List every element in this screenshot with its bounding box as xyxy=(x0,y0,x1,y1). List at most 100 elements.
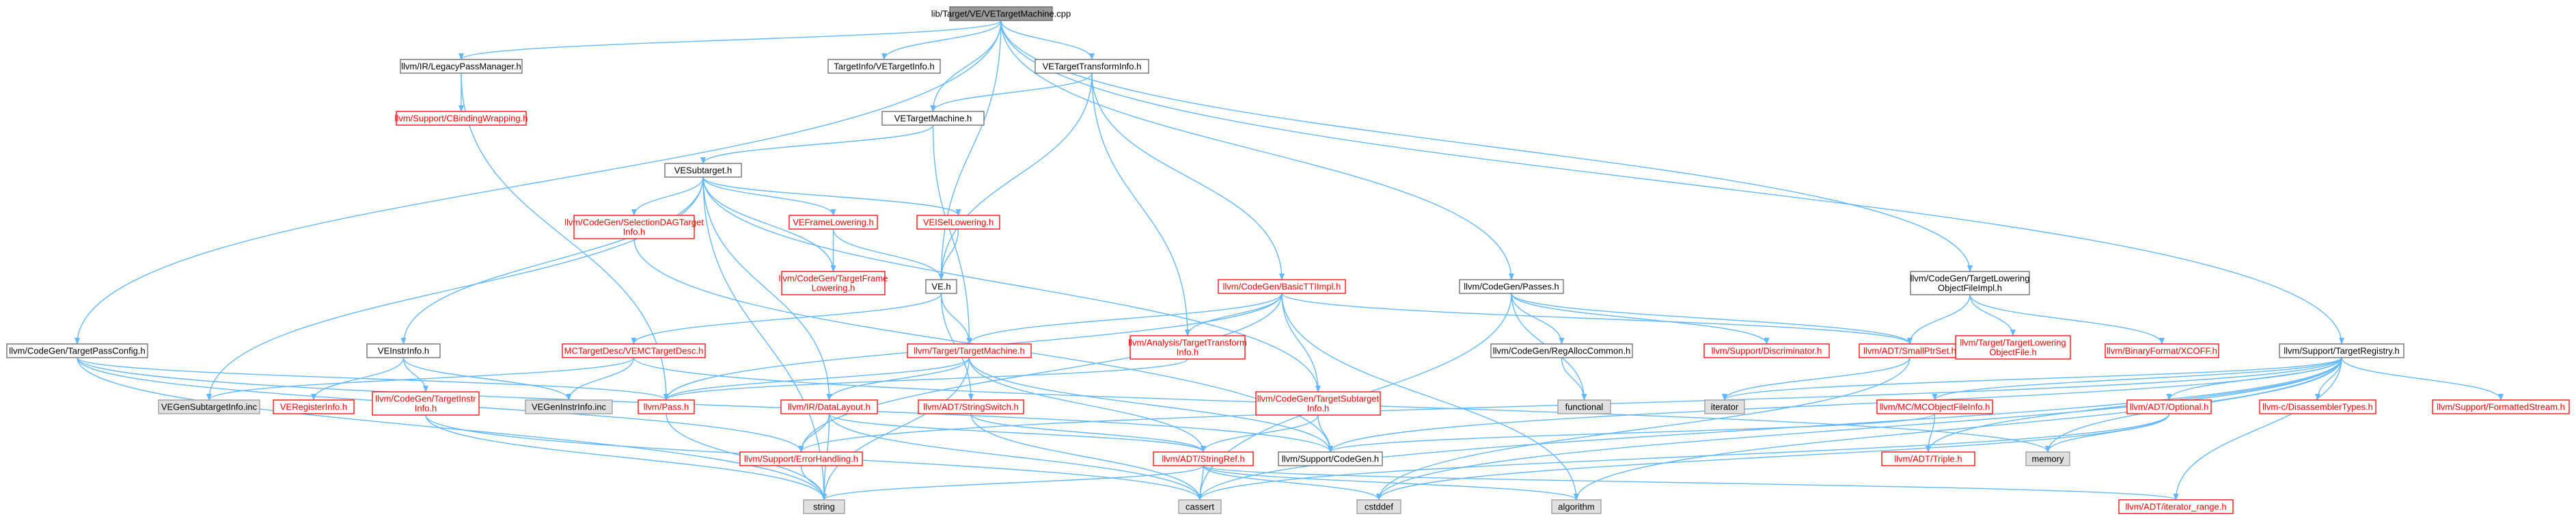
node-llvm-support-cbindingwrapping-h[interactable]: llvm/Support/CBindingWrapping.h xyxy=(395,111,528,126)
node-llvm-adt-optional-h[interactable]: llvm/ADT/Optional.h xyxy=(2126,399,2212,414)
node-llvm-adt-stringswitch-h[interactable]: llvm/ADT/StringSwitch.h xyxy=(918,399,1024,414)
node-llvm-support-codegen-h[interactable]: llvm/Support/CodeGen.h xyxy=(1278,451,1383,466)
node-label: VERegisterInfo.h xyxy=(280,402,347,412)
dependency-edge xyxy=(702,176,1321,392)
node-llvm-codegen-targetlowering-objectfileimpl-h[interactable]: llvm/CodeGen/TargetLoweringObjectFileImp… xyxy=(1910,271,2030,295)
node-llvm-mc-mcobjectfileinfo-h[interactable]: llvm/MC/MCObjectFileInfo.h xyxy=(1876,399,1993,414)
node-box xyxy=(2118,499,2234,514)
node-label: llvm/CodeGen/TargetPassConfig.h xyxy=(9,346,145,356)
node-label: llvm/Support/FormattedStream.h xyxy=(2437,402,2565,412)
node-label: llvm-c/DisassemblerTypes.h xyxy=(2262,402,2373,412)
node-box xyxy=(396,111,527,126)
dependency-edge xyxy=(798,293,1283,453)
node-llvm-ir-datalayout-h[interactable]: llvm/IR/DataLayout.h xyxy=(780,399,878,414)
node-box xyxy=(827,59,941,74)
node-llvm-binaryformat-xcoff-h[interactable]: llvm/BinaryFormat/XCOFF.h xyxy=(2105,343,2219,358)
node-label: llvm/ADT/SmallPtrSet.h xyxy=(1863,346,1956,356)
node-llvm-adt-triple-h[interactable]: llvm/ADT/Triple.h xyxy=(1881,451,1975,466)
dependency-edge xyxy=(938,228,959,280)
node-llvm-analysis-targettransform-info-h[interactable]: llvm/Analysis/TargetTransformInfo.h xyxy=(1128,335,1247,360)
node-vetargettransforminfo-h[interactable]: VETargetTransformInfo.h xyxy=(1034,59,1149,74)
node-box xyxy=(2432,399,2570,414)
node-vegeninstrinfo-inc: VEGenInstrInfo.inc xyxy=(525,399,613,414)
dependency-edge xyxy=(77,357,669,401)
node-box xyxy=(1255,391,1381,416)
node-llvm-codegen-targetpassconfig-h[interactable]: llvm/CodeGen/TargetPassConfig.h xyxy=(6,343,148,358)
dependency-edge xyxy=(631,293,942,345)
dependency-edge xyxy=(938,20,1002,280)
node-vetargetmachine-h[interactable]: VETargetMachine.h xyxy=(881,111,985,126)
node-label: algorithm xyxy=(1558,502,1594,512)
node-llvm-ir-legacypassmanager-h[interactable]: llvm/IR/LegacyPassManager.h xyxy=(400,59,523,74)
node-label: Lowering.h xyxy=(812,283,855,293)
node-label: VEGenInstrInfo.inc xyxy=(532,402,607,412)
dependency-edge xyxy=(1201,414,1319,453)
node-llvm-target-targetmachine-h[interactable]: llvm/Target/TargetMachine.h xyxy=(907,343,1032,358)
dependency-edge xyxy=(1203,465,1579,501)
dependency-edge xyxy=(968,357,1206,453)
dependency-edge xyxy=(1281,293,1913,345)
node-veframelowering-h[interactable]: VEFrameLowering.h xyxy=(789,215,878,230)
node-box xyxy=(781,271,886,295)
dependency-edge xyxy=(968,357,1333,453)
node-llvm-adt-iterator-range-h[interactable]: llvm/ADT/iterator_range.h xyxy=(2118,499,2234,514)
node-mctargetdesc-vemctargetdesc-h[interactable]: MCTargetDesc/VEMCTargetDesc.h xyxy=(562,343,706,358)
node-label: Info.h xyxy=(623,227,646,237)
node-llvm-c-disassemblertypes-h[interactable]: llvm-c/DisassemblerTypes.h xyxy=(2259,399,2376,414)
node-box xyxy=(1881,451,1975,466)
node-lib-target-ve-vetargetmachine-cpp: lib/Target/VE/VETargetMachine.cpp xyxy=(931,6,1071,21)
dependency-edge xyxy=(206,357,635,401)
node-vegensubtargetinfo-inc: VEGenSubtargetInfo.inc xyxy=(158,399,260,414)
dependency-edge xyxy=(461,72,669,401)
node-llvm-adt-stringref-h[interactable]: llvm/ADT/StringRef.h xyxy=(1153,451,1254,466)
node-box xyxy=(1910,271,2030,295)
node-llvm-support-errorhandling-h[interactable]: llvm/Support/ErrorHandling.h xyxy=(739,451,863,466)
dependency-edge xyxy=(932,124,972,345)
dependency-edge xyxy=(930,72,1093,112)
node-label: llvm/CodeGen/TargetInstr xyxy=(375,394,476,404)
node-box xyxy=(1153,451,1254,466)
node-box xyxy=(949,6,1053,21)
dependency-edge xyxy=(1000,20,1514,280)
node-veregisterinfo-h[interactable]: VERegisterInfo.h xyxy=(273,399,355,414)
node-box xyxy=(1356,499,1401,514)
dependency-edge xyxy=(1091,72,1190,336)
node-llvm-support-discriminator-h[interactable]: llvm/Support/Discriminator.h xyxy=(1703,343,1830,358)
node-llvm-adt-smallptrset-h[interactable]: llvm/ADT/SmallPtrSet.h xyxy=(1859,343,1961,358)
node-label: llvm/CodeGen/TargetSubtarget xyxy=(1257,394,1380,404)
node-box xyxy=(2105,343,2219,358)
node-label: llvm/ADT/StringRef.h xyxy=(1162,454,1244,464)
node-box xyxy=(1955,335,2071,360)
dependency-edge xyxy=(631,176,704,216)
dependency-edge xyxy=(821,465,1204,501)
dependency-edge xyxy=(77,357,1333,453)
node-llvm-pass-h[interactable]: llvm/Pass.h xyxy=(638,399,695,414)
node-ve-h[interactable]: VE.h xyxy=(925,279,957,294)
node-box xyxy=(2025,451,2070,466)
node-vesubtarget-h[interactable]: VESubtarget.h xyxy=(664,163,742,178)
node-llvm-codegen-basicttiimpl-h[interactable]: llvm/CodeGen/BasicTTIImpl.h xyxy=(1218,279,1346,294)
node-llvm-codegen-regalloccommon-h[interactable]: llvm/CodeGen/RegAllocCommon.h xyxy=(1490,343,1633,358)
node-label: llvm/CodeGen/TargetFrame xyxy=(779,274,888,284)
node-llvm-support-targetregistry-h[interactable]: llvm/Support/TargetRegistry.h xyxy=(2279,343,2404,358)
node-label: VETargetMachine.h xyxy=(894,114,972,124)
dependency-edge xyxy=(311,357,405,401)
dependency-edge xyxy=(1926,413,1936,453)
node-memory: memory xyxy=(2025,451,2070,466)
dependency-edge xyxy=(663,358,1188,401)
node-targetinfo-vetargetinfo-h[interactable]: TargetInfo/VETargetInfo.h xyxy=(827,59,941,74)
dependency-edge xyxy=(1197,357,2342,501)
node-veisellowering-h[interactable]: VEISelLowering.h xyxy=(916,215,1000,230)
node-llvm-codegen-passes-h[interactable]: llvm/CodeGen/Passes.h xyxy=(1459,279,1564,294)
node-label: iterator xyxy=(1711,402,1739,412)
node-llvm-support-formattedstream-h[interactable]: llvm/Support/FormattedStream.h xyxy=(2432,399,2570,414)
node-veinstrinfo-h[interactable]: VEInstrInfo.h xyxy=(366,343,441,358)
dependency-edge xyxy=(702,176,836,216)
node-label: llvm/IR/LegacyPassManager.h xyxy=(401,62,521,72)
dependency-edge xyxy=(1203,465,2178,501)
